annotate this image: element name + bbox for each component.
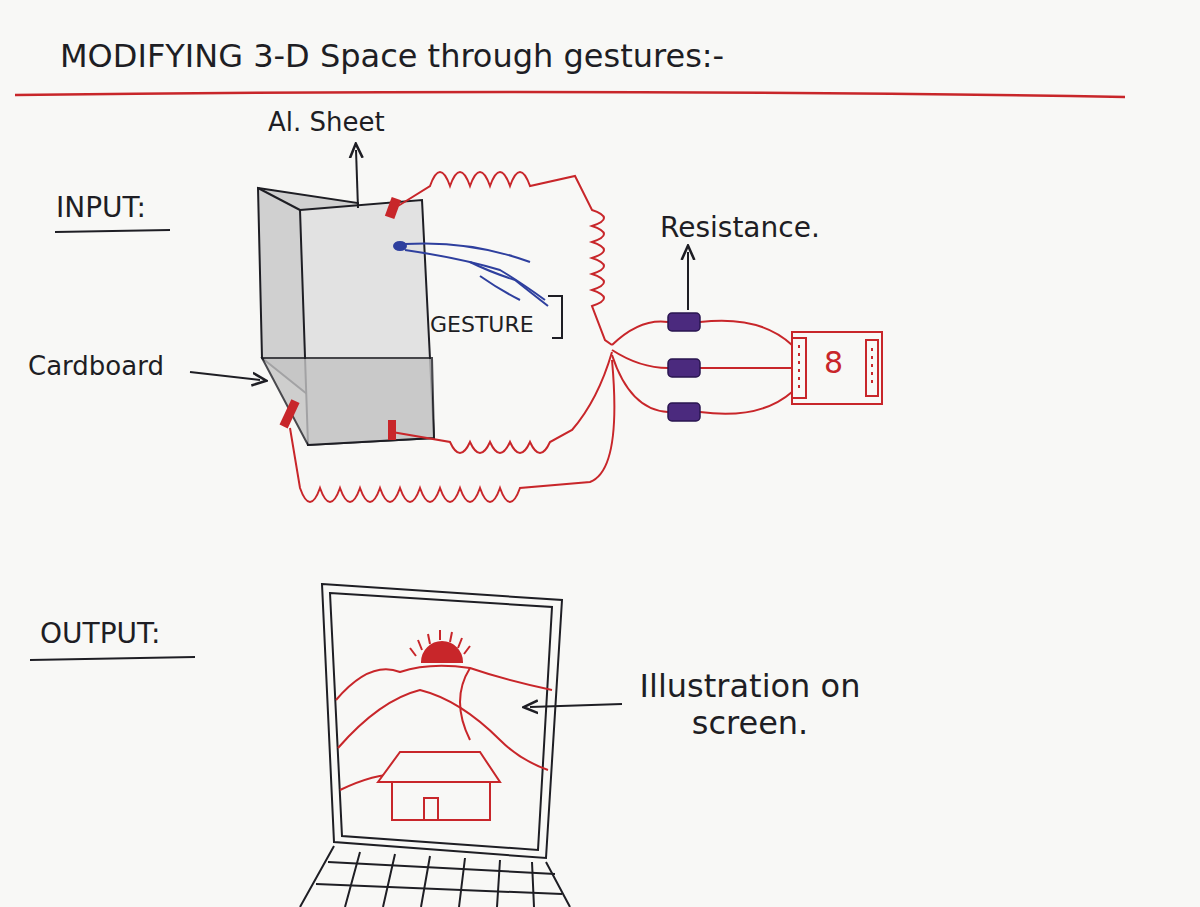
bracket	[548, 296, 562, 338]
cardboard-sheet	[258, 188, 434, 445]
gesture-label: GESTURE	[430, 312, 534, 337]
controller-board	[792, 332, 882, 404]
title: MODIFYING 3-D Space through gestures:-	[60, 38, 724, 75]
section-heading: INPUT:	[56, 192, 146, 224]
section-heading: OUTPUT:	[40, 618, 160, 650]
heading-underline	[55, 230, 170, 232]
gesture-hand	[394, 242, 548, 306]
part-label: Resistance.	[660, 212, 820, 244]
board-mark: 8	[824, 346, 843, 381]
resistor-symbol	[668, 313, 700, 421]
screen-illustration	[336, 630, 552, 820]
title-underline	[15, 92, 1125, 97]
leader-arrow	[530, 704, 622, 707]
leader-arrow	[190, 372, 260, 380]
callout-label: Illustration on screen.	[635, 668, 865, 742]
leader-arrow	[356, 150, 358, 208]
part-label: Al. Sheet	[268, 108, 385, 138]
laptop	[300, 584, 570, 907]
heading-underline	[30, 657, 195, 660]
part-label: Cardboard	[28, 352, 164, 382]
leader-arrow	[687, 252, 689, 310]
